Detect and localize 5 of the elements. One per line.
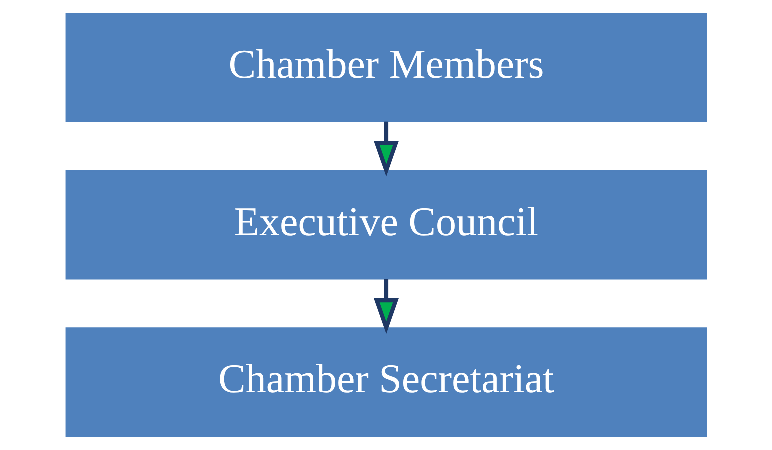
arrow: [374, 122, 398, 177]
arrow: [374, 279, 398, 334]
node-box: Chamber Secretariat: [65, 328, 707, 437]
node-box: Chamber Members: [65, 13, 707, 122]
node-box: Executive Council: [65, 170, 707, 280]
